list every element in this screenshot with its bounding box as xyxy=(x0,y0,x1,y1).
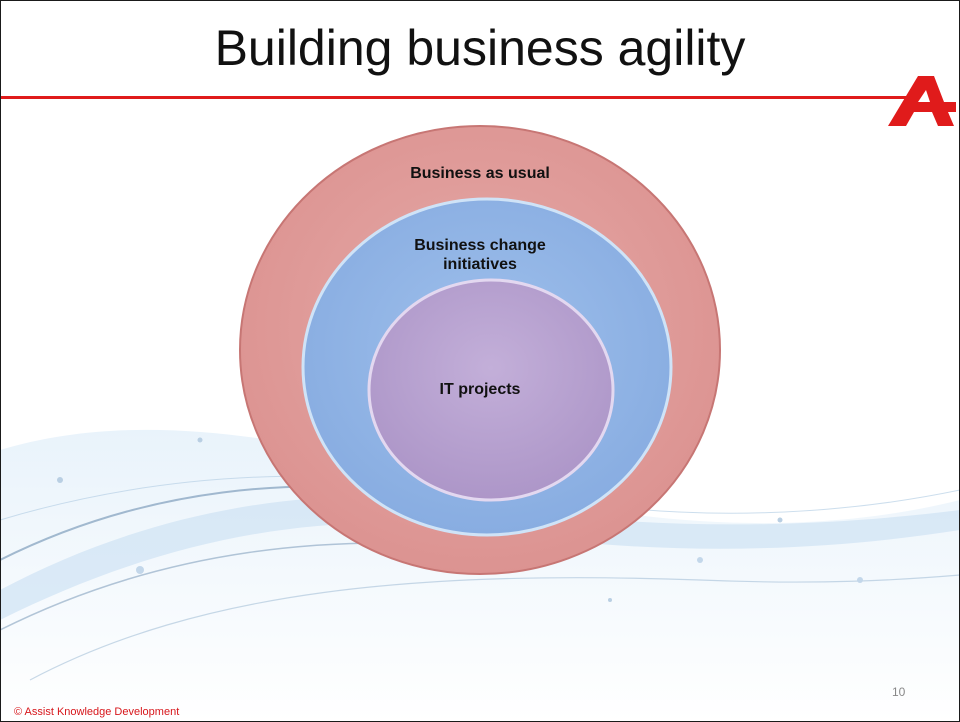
ring-label-business-as-usual: Business as usual xyxy=(410,165,550,182)
red-a-logo-icon xyxy=(888,76,956,126)
slide-title: Building business agility xyxy=(214,20,746,76)
slide-number: 10 xyxy=(892,685,906,699)
copyright-footer: © Assist Knowledge Development xyxy=(14,706,180,718)
title-underline xyxy=(0,96,915,99)
ring-inner xyxy=(367,278,615,502)
ring-label-business-change-initiatives: Business change initiatives xyxy=(414,237,546,273)
ring-label-it-projects: IT projects xyxy=(439,381,521,398)
